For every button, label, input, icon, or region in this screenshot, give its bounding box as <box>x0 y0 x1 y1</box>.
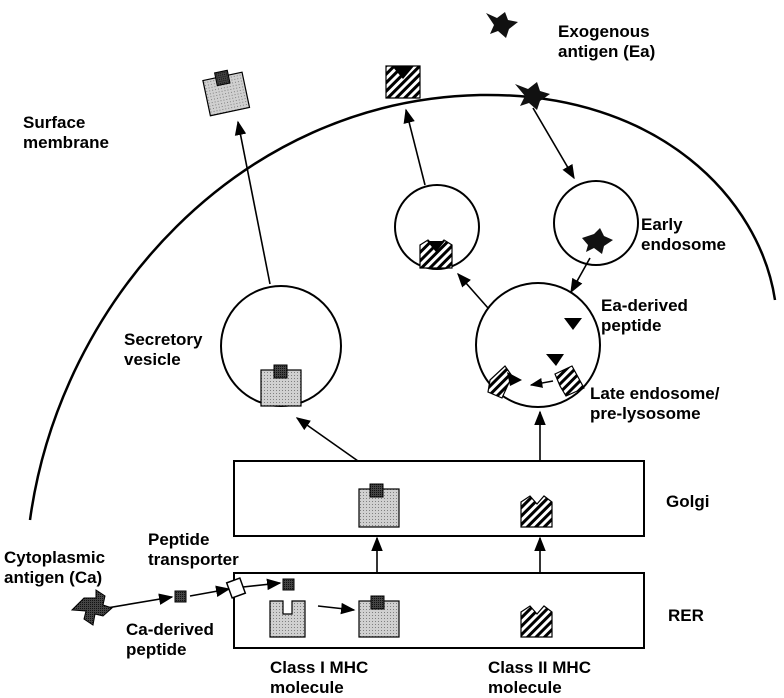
peptide-transporter-shape <box>225 577 247 599</box>
arrow-secretory-to-surface <box>234 120 271 285</box>
ca-derived-peptide-label: Ca-derived peptide <box>126 620 214 659</box>
class2-mhc-late-endosome-left <box>487 365 513 399</box>
class1-mhc-secretory-vesicle <box>260 364 302 407</box>
late-endosome-label: Late endosome/ pre-lysosome <box>590 384 720 423</box>
exogenous-antigen-surface <box>515 82 550 110</box>
class1-mhc-empty <box>269 600 306 638</box>
golgi-label: Golgi <box>666 492 710 511</box>
peptide-transporter-label: Peptide transporter <box>148 530 239 569</box>
ea-derived-peptide-2 <box>546 354 564 366</box>
exogenous-antigen-early-endosome <box>582 228 613 254</box>
class2-mhc-golgi <box>520 495 553 528</box>
exogenous-antigen-label: Exogenous antigen (Ea) <box>558 22 656 61</box>
exogenous-antigen-free <box>486 12 518 38</box>
class2-mhc-vesicle-loaded <box>419 239 453 269</box>
arrow-late-endosome-binding <box>529 378 554 388</box>
arrow-class1-binding <box>317 602 356 615</box>
rer-label: RER <box>668 606 704 625</box>
class1-mhc-label: Class I MHC molecule <box>270 658 369 697</box>
class2-mhc-label: Class II MHC molecule <box>488 658 591 697</box>
class2-mhc-rer <box>520 605 553 638</box>
ca-derived-peptide <box>174 590 187 603</box>
class2-mhc-late-endosome-right <box>554 365 585 397</box>
recycling-vesicle <box>394 184 480 270</box>
arrow-peptide-to-transporter <box>189 585 231 597</box>
surface-membrane-label: Surface membrane <box>23 113 109 152</box>
golgi-compartment <box>233 460 645 537</box>
ea-derived-peptide-label: Ea-derived peptide <box>601 296 688 335</box>
class1-mhc-loaded-rer <box>358 595 400 638</box>
arrow-late-to-vesicle <box>457 272 489 309</box>
cytoplasmic-antigen-shape <box>70 589 113 626</box>
arrow-vesicle-to-surface <box>403 108 426 186</box>
arrow-early-to-late-endosome <box>570 257 591 294</box>
class2-mhc-surface-loaded <box>385 65 421 99</box>
class1-mhc-loaded-golgi <box>358 483 400 528</box>
early-endosome-label: Early endosome <box>641 215 727 254</box>
secretory-vesicle-label: Secretory vesicle <box>124 330 203 369</box>
ea-derived-peptide-1 <box>564 318 582 330</box>
arrow-golgi-to-secretory <box>295 417 359 462</box>
cytoplasmic-antigen-label: Cytoplasmic antigen (Ca) <box>4 548 106 587</box>
arrow-ea-to-early-endosome <box>532 107 575 180</box>
arrow-transporter-to-rer <box>242 578 282 591</box>
ca-peptide-after-transport <box>282 578 295 591</box>
class1-mhc-surface <box>202 69 251 117</box>
ea-peptide-bound <box>507 372 522 386</box>
early-endosome <box>553 180 639 266</box>
cell-membrane <box>28 93 777 521</box>
